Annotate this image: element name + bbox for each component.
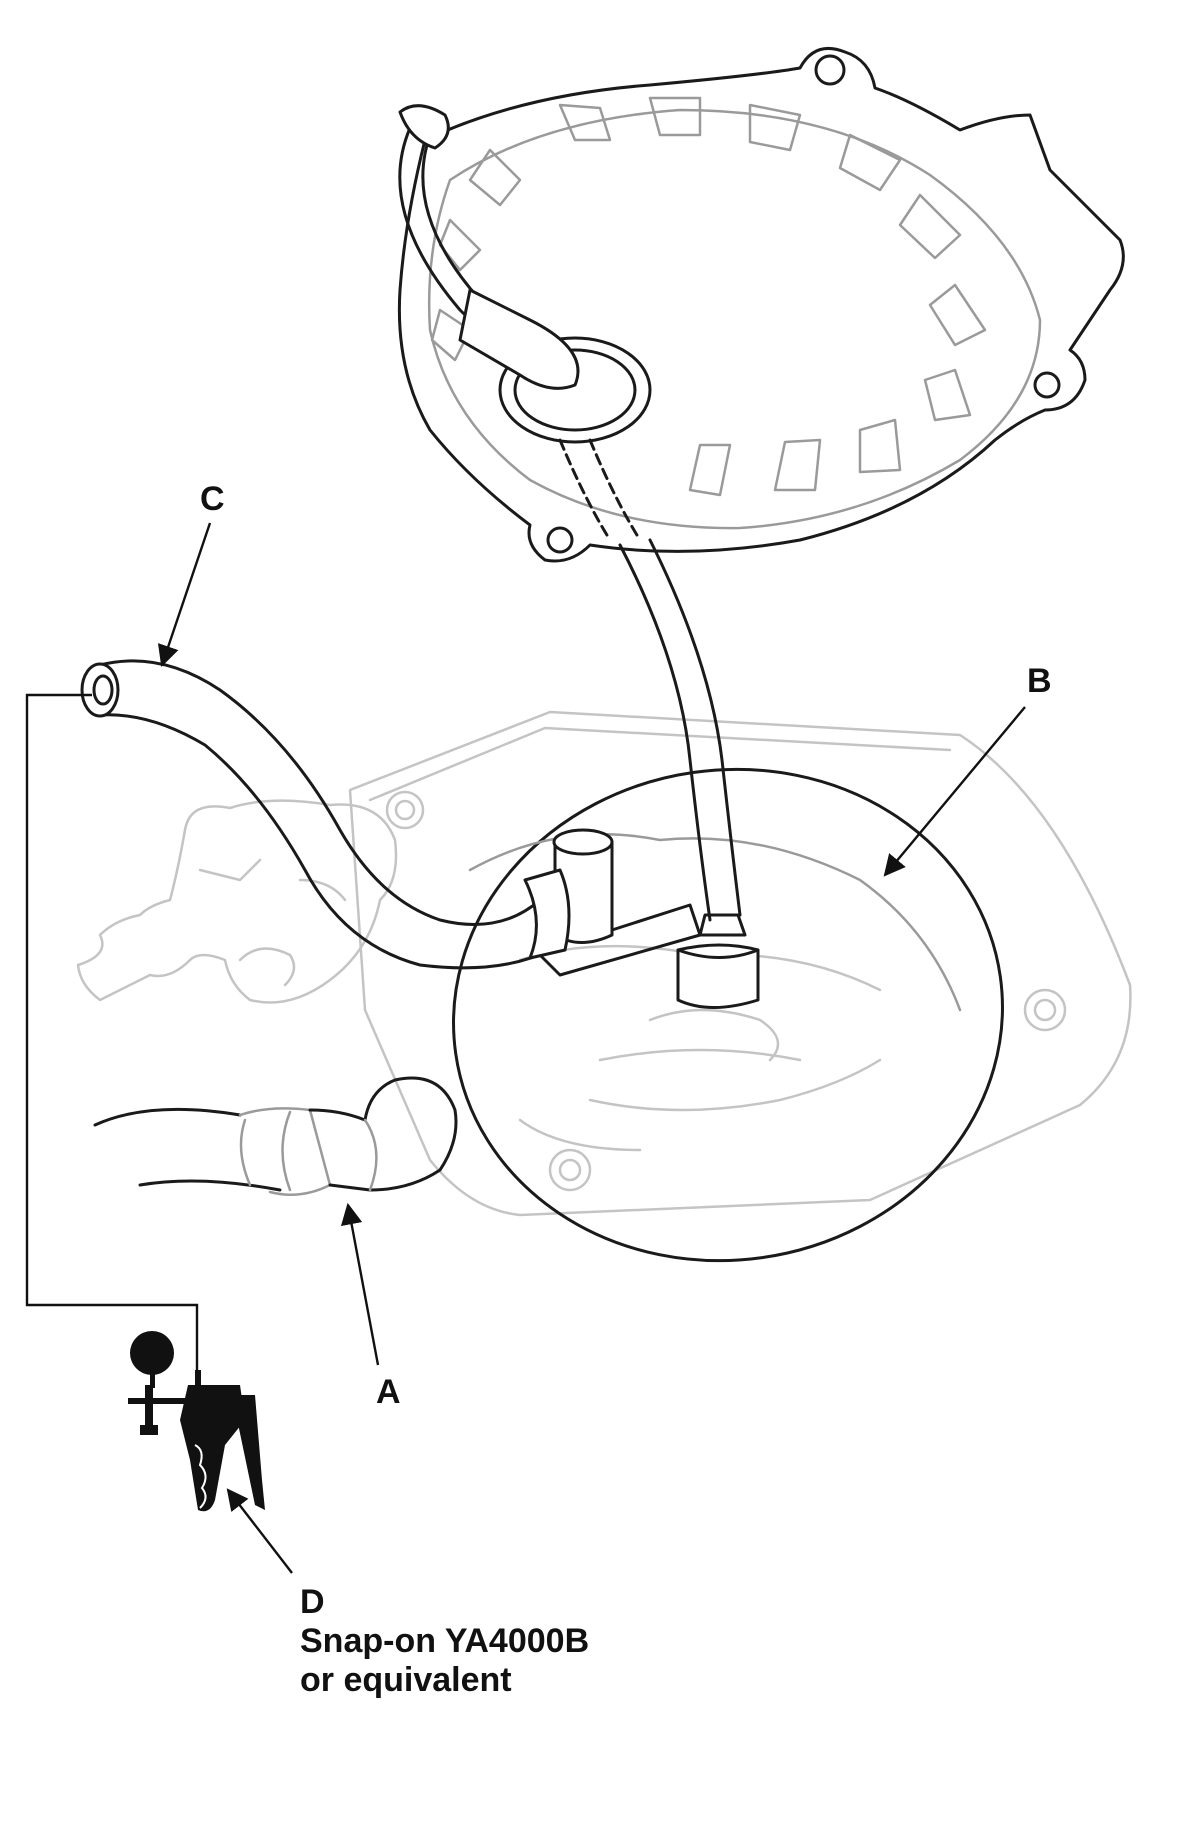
test-connection-line: [25, 693, 199, 1370]
tool-note-line2: or equivalent: [300, 1661, 512, 1699]
fuel-feed-line: [93, 1076, 458, 1197]
callout-a-leader: [340, 1202, 380, 1366]
callout-d-leader: [226, 1488, 293, 1574]
fuel-pump-lid: [452, 767, 1004, 1263]
callout-label-a: A: [376, 1373, 401, 1411]
callout-b-leader: [883, 706, 1026, 877]
callout-label-b: B: [1027, 662, 1052, 700]
tank-mount-plate: [348, 710, 1132, 1217]
fuel-pump-assembly: [397, 47, 1125, 922]
ghost-bracket: [76, 799, 398, 1004]
callout-label-d: D: [300, 1583, 325, 1621]
hand-vacuum-pump: [128, 1331, 265, 1512]
tool-note-line1: Snap-on YA4000B: [300, 1622, 589, 1660]
callout-label-c: C: [200, 480, 225, 518]
vacuum-hose: [80, 659, 571, 970]
callout-c-leader: [157, 522, 212, 668]
